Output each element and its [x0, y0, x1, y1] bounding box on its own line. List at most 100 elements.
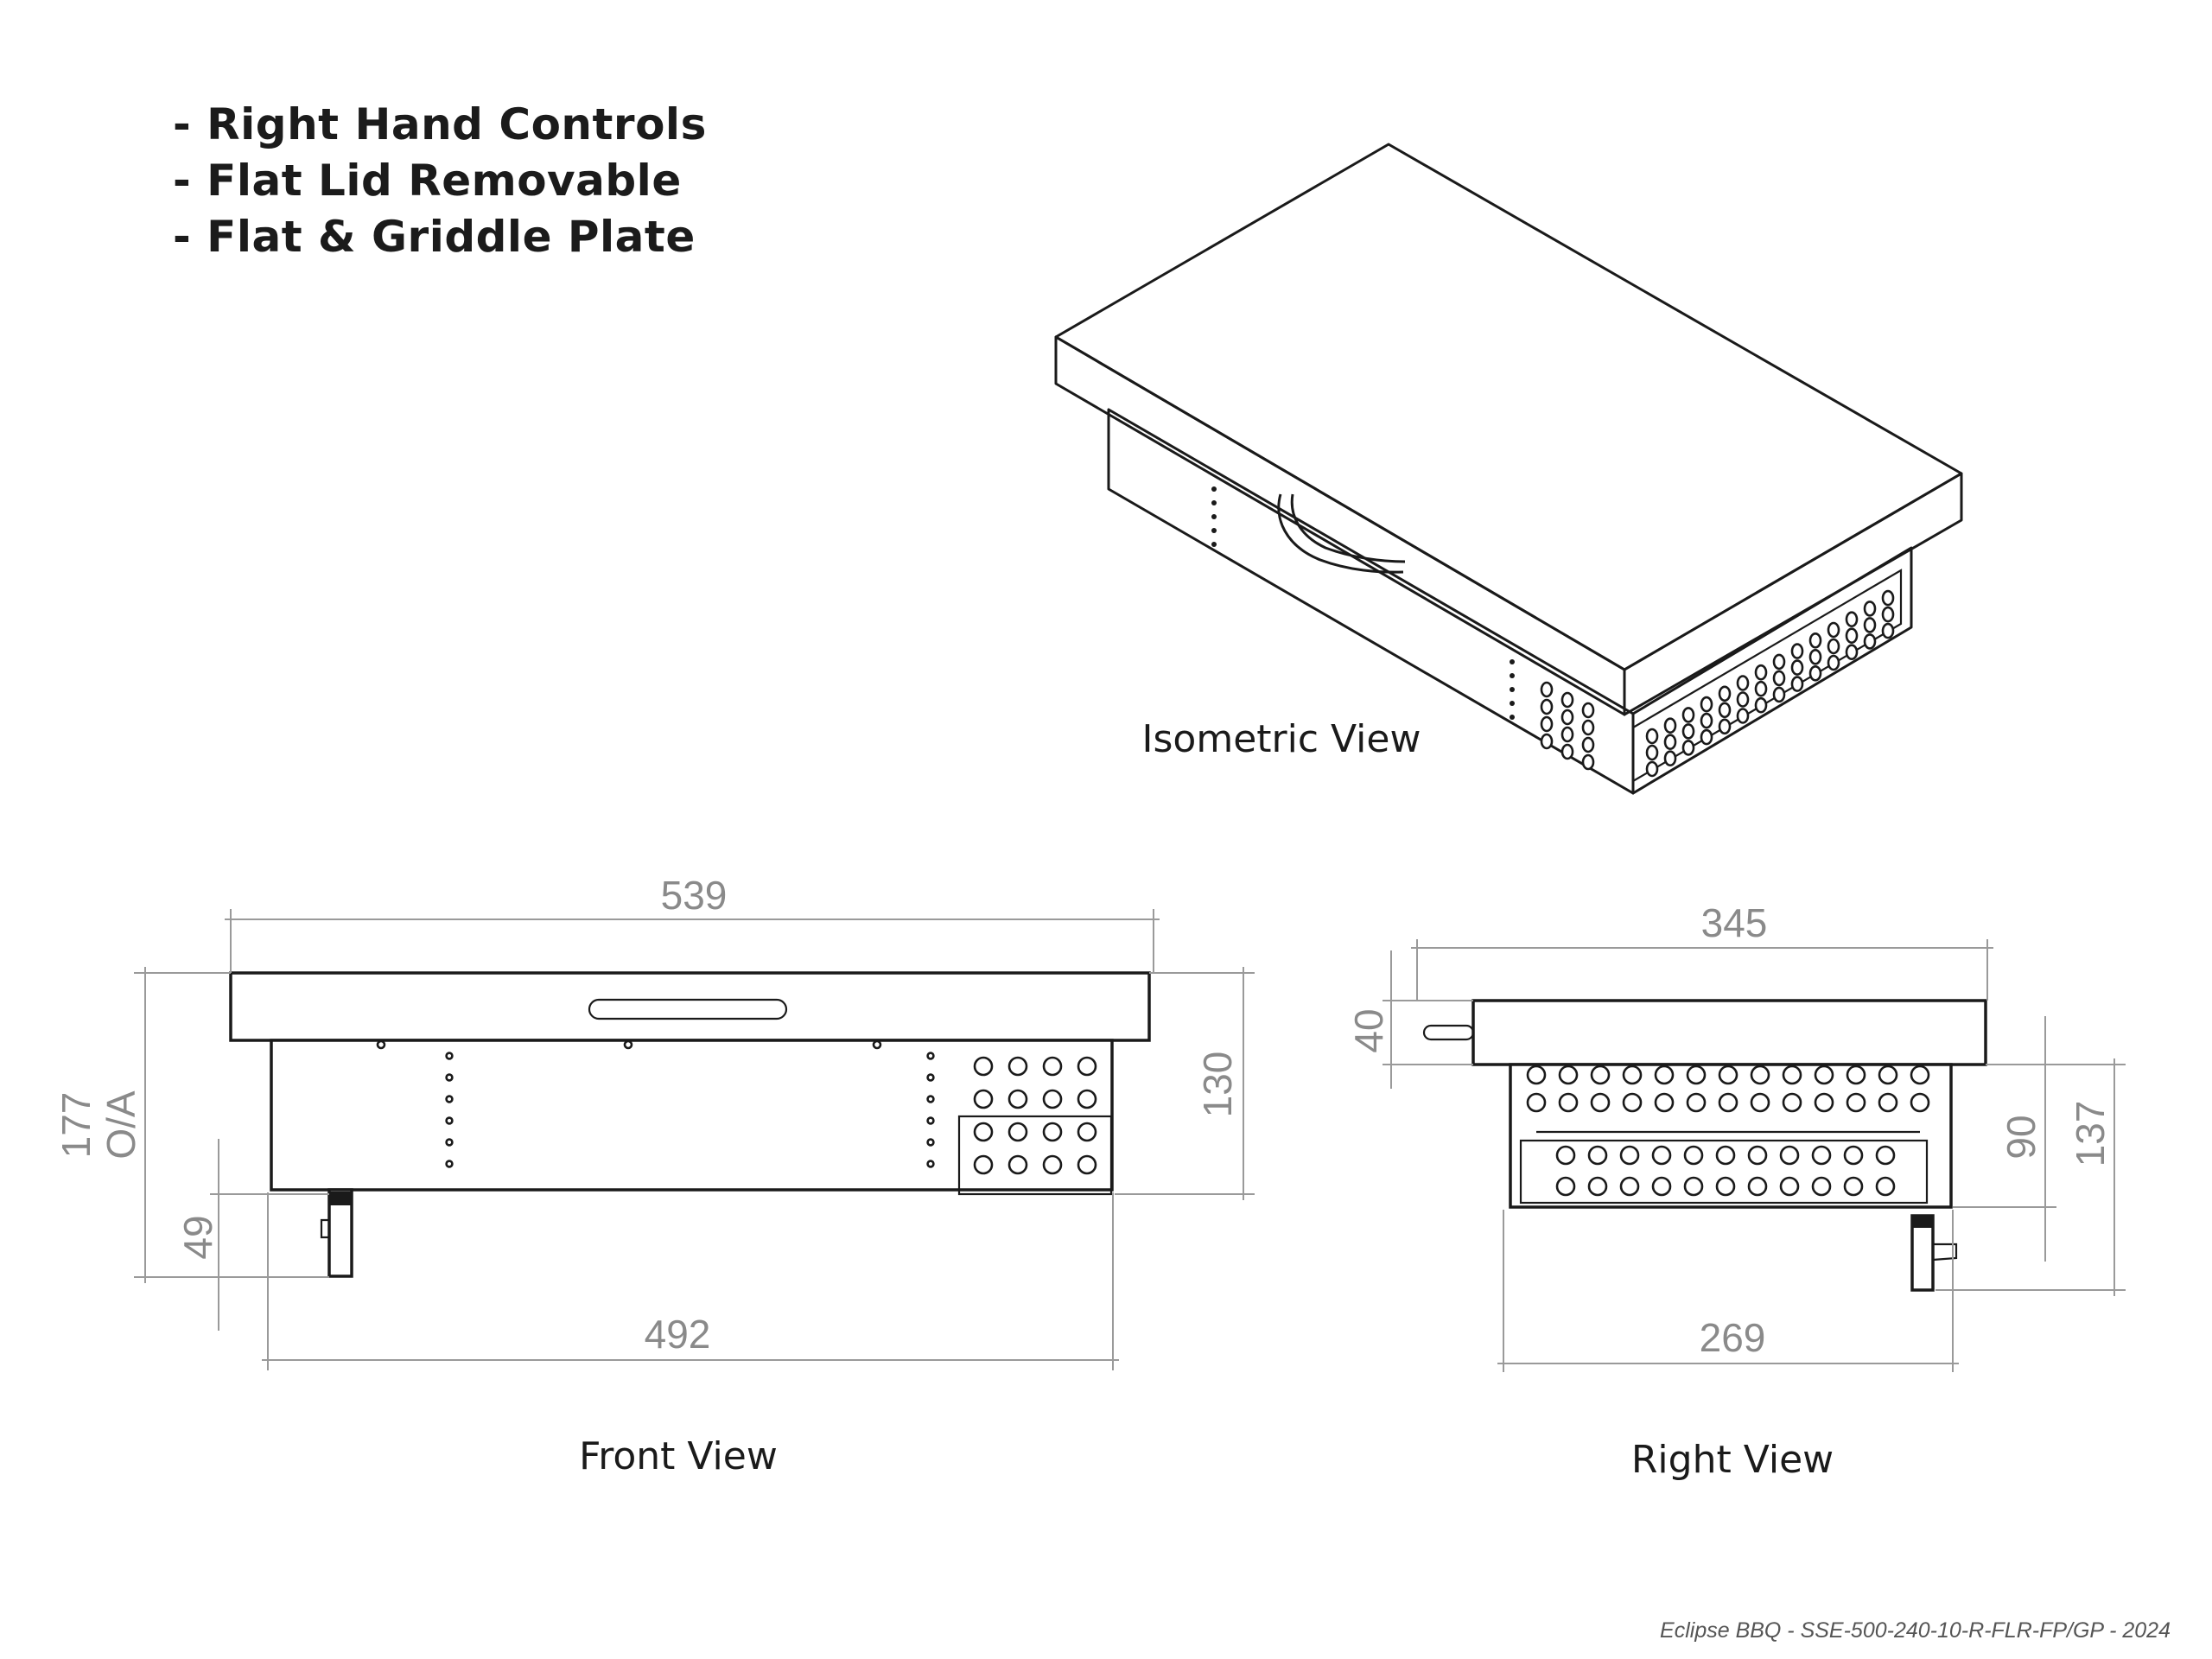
- iso-lid-top: [1054, 143, 1963, 671]
- right-perforation-hole: [1683, 1176, 1704, 1197]
- right-knob-collar: [1912, 1216, 1933, 1228]
- front-lid: [229, 971, 1151, 1042]
- right-perforation-hole: [1590, 1065, 1611, 1085]
- right-perforation-hole: [1619, 1145, 1640, 1166]
- right-perforation-hole: [1814, 1092, 1834, 1113]
- right-perforation-hole: [1910, 1065, 1930, 1085]
- iso-perforation-hole: [1540, 681, 1554, 698]
- iso-perforation-hole: [1700, 712, 1713, 729]
- feature-item: - Flat Lid Removable: [173, 156, 682, 206]
- right-perforation-hole: [1843, 1145, 1864, 1166]
- iso-perforation-hole: [1772, 653, 1786, 671]
- front-perforation-hole: [1042, 1154, 1063, 1175]
- iso-perforation-hole: [1663, 750, 1677, 767]
- front-vent-dot: [445, 1073, 454, 1082]
- iso-perforation-hole: [1808, 632, 1822, 649]
- iso-perforation-hole: [1581, 719, 1595, 736]
- dim-right-total: 137: [2068, 1101, 2113, 1167]
- iso-perforation-hole: [1881, 606, 1895, 623]
- right-perforation-hole: [1526, 1092, 1547, 1113]
- right-perforation-hole: [1715, 1176, 1736, 1197]
- front-perforation-hole: [973, 1089, 994, 1109]
- right-perforation-hole: [1747, 1176, 1768, 1197]
- iso-perforation-hole: [1663, 734, 1677, 751]
- iso-vent-dot: [1211, 486, 1217, 492]
- dim-right-body: 90: [1999, 1115, 2044, 1159]
- iso-perforation-hole: [1560, 691, 1574, 709]
- iso-vent-dot: [1211, 542, 1217, 547]
- front-vent-dot: [445, 1052, 454, 1060]
- iso-perforation-hole: [1827, 654, 1840, 671]
- right-perforation-hole: [1814, 1065, 1834, 1085]
- right-perforation-hole: [1878, 1092, 1898, 1113]
- right-control-knob: [1910, 1214, 1935, 1292]
- iso-perforation-hole: [1827, 638, 1840, 655]
- front-perforation-hole: [1077, 1122, 1097, 1142]
- front-perforation-hole: [1007, 1089, 1028, 1109]
- right-perforation-hole: [1622, 1065, 1643, 1085]
- iso-perforation-hole: [1581, 753, 1595, 771]
- iso-perforation-hole: [1736, 691, 1750, 708]
- feature-item: - Right Hand Controls: [173, 99, 707, 149]
- iso-perforation-hole: [1736, 708, 1750, 724]
- right-perforation-hole: [1715, 1145, 1736, 1166]
- iso-lid-side: [1623, 472, 1963, 716]
- iso-perforation-hole: [1881, 622, 1895, 639]
- iso-handle-inner: [1290, 493, 1406, 563]
- front-vent-dot: [445, 1160, 454, 1168]
- iso-vent-dots: [1211, 486, 1515, 720]
- iso-perforation-hole: [1540, 715, 1554, 733]
- front-perforation-hole: [1007, 1154, 1028, 1175]
- right-view-label: Right View: [1631, 1438, 1834, 1482]
- right-perforation-hole: [1747, 1145, 1768, 1166]
- right-perforation-hole: [1622, 1092, 1643, 1113]
- right-perforation-hole: [1875, 1176, 1896, 1197]
- dim-right-lid: 40: [1346, 1008, 1391, 1052]
- iso-vent-dot: [1510, 673, 1515, 678]
- iso-perforation-hole: [1790, 676, 1804, 692]
- front-vent-dot: [926, 1160, 935, 1168]
- iso-vent-dot: [1211, 514, 1217, 519]
- iso-perforation-hole: [1845, 644, 1859, 661]
- front-perforation-hole: [973, 1056, 994, 1077]
- right-perforation-hole: [1558, 1092, 1579, 1113]
- right-perforation-hole: [1846, 1065, 1866, 1085]
- dim-right-width-bottom: 269: [1700, 1315, 1766, 1360]
- right-perforation-hole: [1651, 1176, 1672, 1197]
- front-vent-dot: [926, 1095, 935, 1103]
- iso-perforation-hole: [1772, 686, 1786, 703]
- iso-perforation-hole: [1560, 726, 1574, 743]
- front-tray: [957, 1115, 1113, 1196]
- iso-handle: [1277, 493, 1404, 574]
- isometric-view: Isometric View: [1054, 143, 1963, 795]
- right-perforation-hole: [1686, 1092, 1707, 1113]
- iso-perforation-hole: [1681, 740, 1695, 756]
- iso-perforation-hole: [1681, 707, 1695, 723]
- right-perforation-hole: [1811, 1176, 1832, 1197]
- right-perforation-hole: [1555, 1145, 1576, 1166]
- iso-perforation-hole: [1772, 670, 1786, 687]
- front-perforations: [973, 1056, 1097, 1175]
- front-screw: [872, 1039, 882, 1050]
- dim-front-height-body: 130: [1195, 1052, 1240, 1118]
- front-knob-clip: [320, 1218, 329, 1239]
- iso-vent-dot: [1510, 687, 1515, 692]
- iso-perforation-hole: [1736, 675, 1750, 691]
- right-perforation-hole: [1718, 1092, 1738, 1113]
- iso-drawer-panel: [1631, 569, 1903, 783]
- right-perforation-hole: [1750, 1065, 1770, 1085]
- dim-front-width-top: 539: [661, 873, 728, 918]
- iso-perforations: [1540, 589, 1895, 778]
- iso-perforation-hole: [1560, 709, 1574, 726]
- right-perforation-hole: [1555, 1176, 1576, 1197]
- iso-vent-dot: [1510, 715, 1515, 720]
- right-perforation-hole: [1686, 1065, 1707, 1085]
- iso-perforation-hole: [1663, 717, 1677, 734]
- feature-item: - Flat & Griddle Plate: [173, 212, 696, 262]
- iso-perforation-hole: [1718, 718, 1732, 735]
- right-perforation-hole: [1779, 1176, 1800, 1197]
- right-lid-pin: [1422, 1024, 1475, 1041]
- front-perforation-hole: [1077, 1154, 1097, 1175]
- front-knob-collar: [329, 1192, 352, 1205]
